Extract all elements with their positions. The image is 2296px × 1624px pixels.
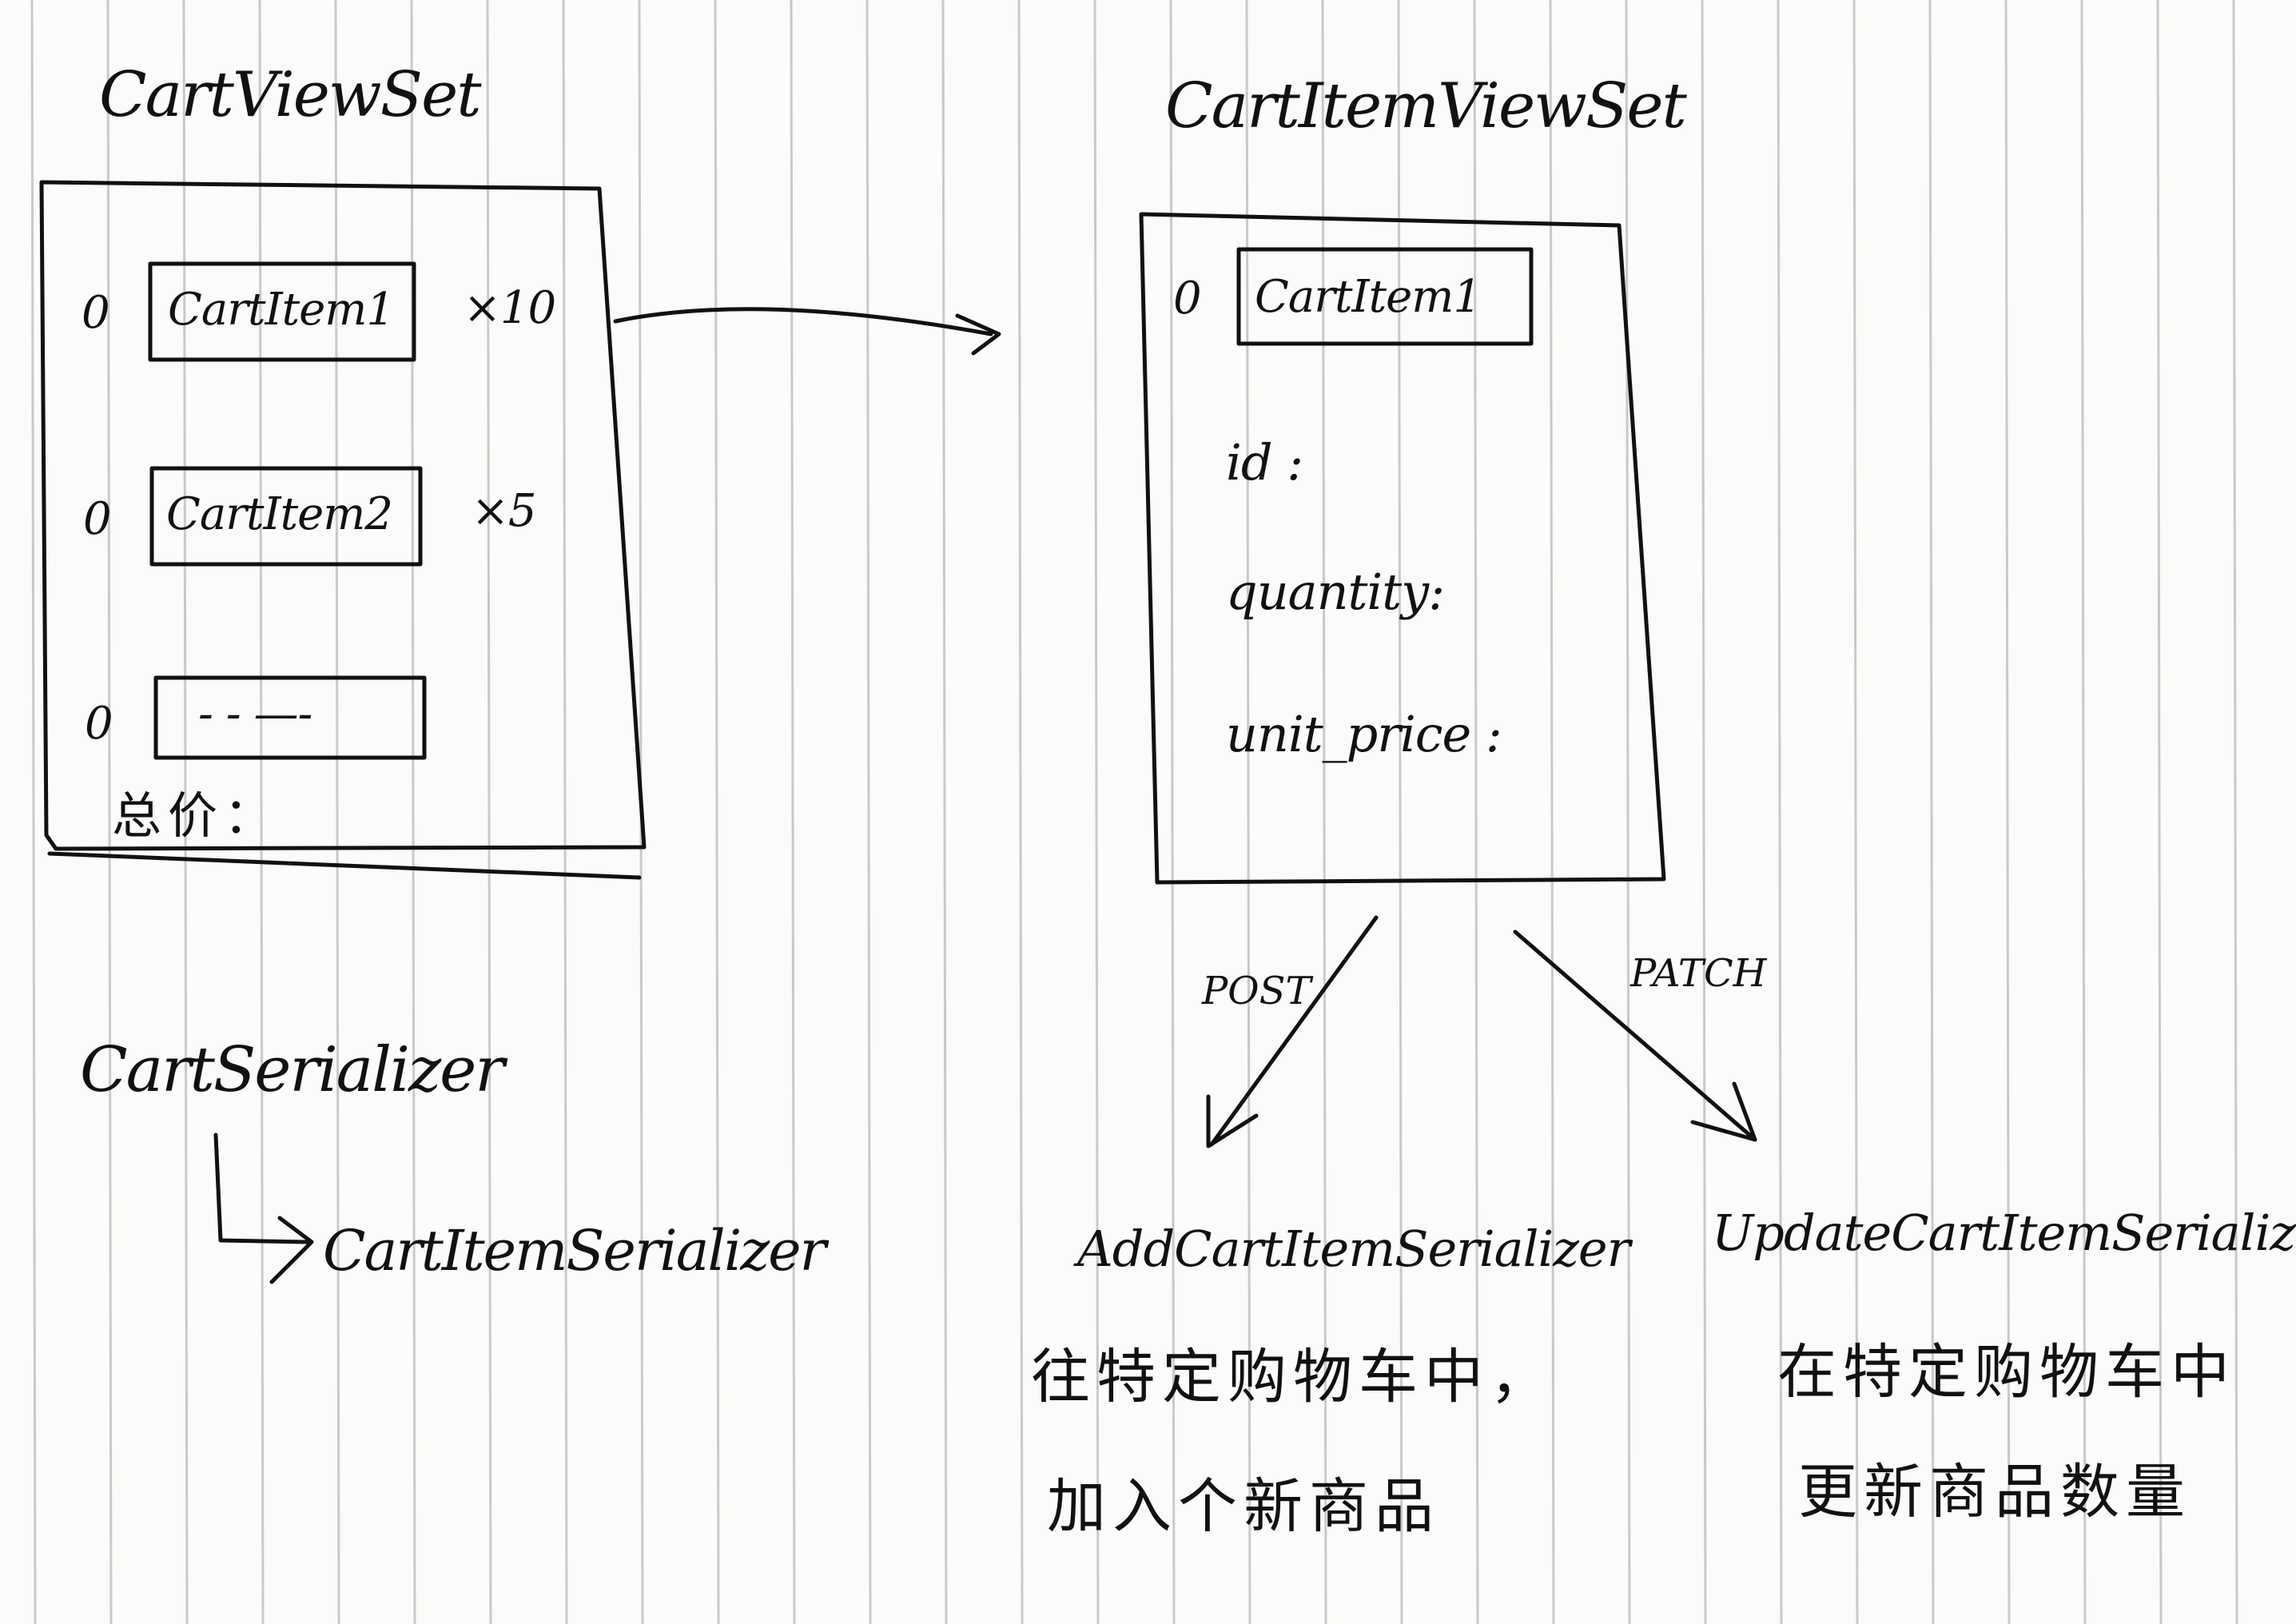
cart-item2-box — [149, 466, 423, 567]
to-cartitem-viewset-arrow — [613, 307, 993, 336]
ruling-line — [106, 0, 113, 1624]
ruling-line — [1169, 0, 1176, 1624]
ruling-line — [1852, 0, 1859, 1624]
cart-item2-label: CartItem2 — [166, 488, 393, 540]
ruling-line — [714, 0, 720, 1624]
field-id: id : — [1226, 433, 1303, 492]
field-unit-price: unit_price : — [1226, 705, 1502, 763]
patch-arrowhead — [1690, 1081, 1757, 1142]
ruling-line — [2156, 0, 2163, 1624]
ruling-line — [1777, 0, 1783, 1624]
bullet-item3: 0 — [85, 698, 113, 750]
ruling-line — [865, 0, 872, 1624]
ruling-line — [182, 0, 189, 1624]
ruling-line — [790, 0, 796, 1624]
serializer-connector-arrowhead — [269, 1216, 314, 1284]
cartitem-viewset-item-label: CartItem1 — [1255, 271, 1482, 323]
post-arrowhead — [1206, 1094, 1259, 1148]
cart-item2-qty: ×5 — [472, 485, 537, 537]
cart-viewset-box — [39, 180, 647, 851]
cartitem-viewset-bullet: 0 — [1173, 273, 1202, 324]
ruling-line — [2080, 0, 2087, 1624]
ruling-line — [1549, 0, 1555, 1624]
patch-arrow — [1513, 929, 1757, 1142]
ruling-line — [1701, 0, 1707, 1624]
add-cartitem-serializer-label: AddCartItemSerializer — [1077, 1220, 1630, 1278]
cartitem-viewset-item-box — [1236, 247, 1534, 346]
update-cartitem-serializer-label: UpdateCartItemSerializer — [1712, 1204, 2296, 1262]
cart-item-placeholder-label: - - —- — [198, 688, 312, 740]
bullet-item2: 0 — [83, 493, 112, 545]
cart-viewset-title: CartViewSet — [99, 59, 482, 131]
post-description-line1: 往特定购物车中， — [1031, 1343, 1555, 1411]
ruling-line — [1473, 0, 1479, 1624]
ruling-line — [2232, 0, 2238, 1624]
serializer-connector — [213, 1132, 309, 1244]
bullet-item1: 0 — [82, 287, 110, 339]
ruling-line — [1625, 0, 1631, 1624]
cart-item-placeholder-box — [153, 675, 427, 760]
cartitem-viewset-box — [1139, 212, 1666, 885]
ruling-line — [30, 0, 37, 1624]
patch-description-line1: 在特定购物车中 — [1777, 1338, 2236, 1407]
cart-item-serializer-label: CartItemSerializer — [323, 1218, 826, 1284]
ruling-line — [486, 0, 492, 1624]
ruling-line — [941, 0, 948, 1624]
patch-description-line2: 更新商品数量 — [1798, 1458, 2191, 1526]
ruling-line — [1245, 0, 1251, 1624]
ruling-line — [1928, 0, 1935, 1624]
ruling-line — [1397, 0, 1403, 1624]
cart-item1-qty: ×10 — [464, 282, 556, 334]
patch-method-label: PATCH — [1630, 951, 1767, 996]
post-description-line2: 加入个新商品 — [1047, 1472, 1440, 1541]
to-cartitem-viewset-arrowhead — [955, 313, 1001, 356]
cart-serializer-label: CartSerializer — [80, 1034, 505, 1106]
post-arrow — [1209, 915, 1379, 1147]
total-price-label: 总价： — [112, 786, 281, 845]
ruling-line — [1321, 0, 1327, 1624]
ruling-line — [1093, 0, 1100, 1624]
ruling-line — [2004, 0, 2011, 1624]
ruling-line — [258, 0, 265, 1624]
cart-viewset-bottom-line — [47, 851, 642, 880]
ruling-line — [1017, 0, 1024, 1624]
ruling-line — [562, 0, 568, 1624]
cart-item1-label: CartItem1 — [168, 284, 395, 336]
post-method-label: POST — [1202, 969, 1311, 1013]
field-quantity: quantity: — [1226, 563, 1445, 621]
cart-item1-box — [148, 261, 416, 362]
cartitem-viewset-title: CartItemViewSet — [1165, 70, 1687, 142]
ruling-line — [334, 0, 340, 1624]
